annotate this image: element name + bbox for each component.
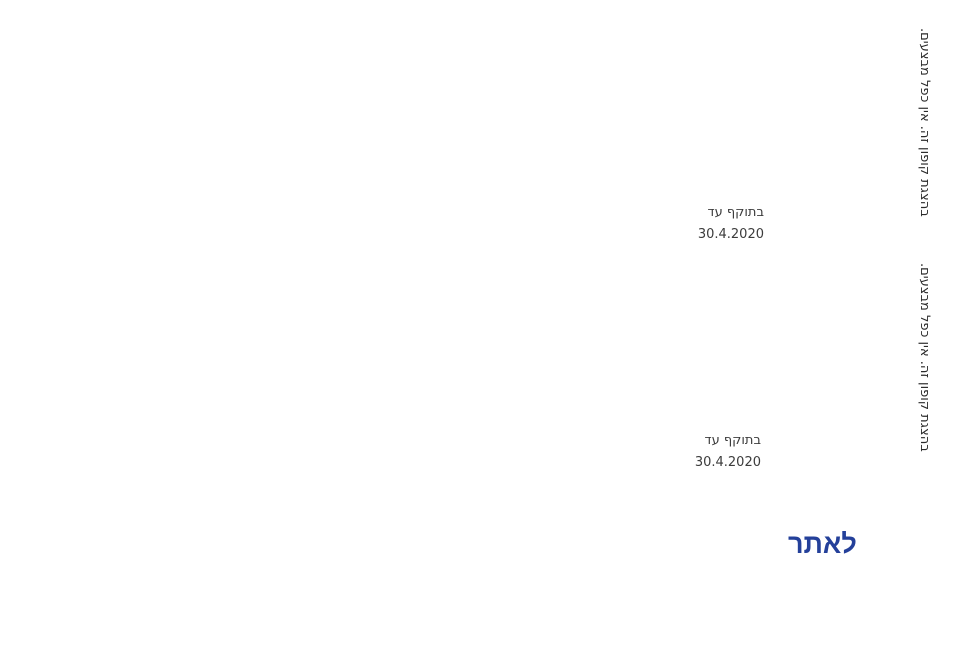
validity-date: 30.4.2020 <box>697 227 764 242</box>
validity-label: בתוקף עד <box>704 433 761 448</box>
coupon-disclaimer: בהצגת קופון זה. אין כפל מבצעים. <box>917 28 932 217</box>
coupon-validity: בתוקף עד 30.4.2020 <box>674 202 764 246</box>
validity-label: בתוקף עד <box>707 205 764 220</box>
coupon-disclaimer: בהצגת קופון זה. אין כפל מבצעים. <box>917 263 932 452</box>
coupon-validity: בתוקף עד 30.4.2020 <box>671 430 761 474</box>
to-site-link[interactable]: לאתר <box>788 529 857 559</box>
validity-date: 30.4.2020 <box>694 455 761 470</box>
